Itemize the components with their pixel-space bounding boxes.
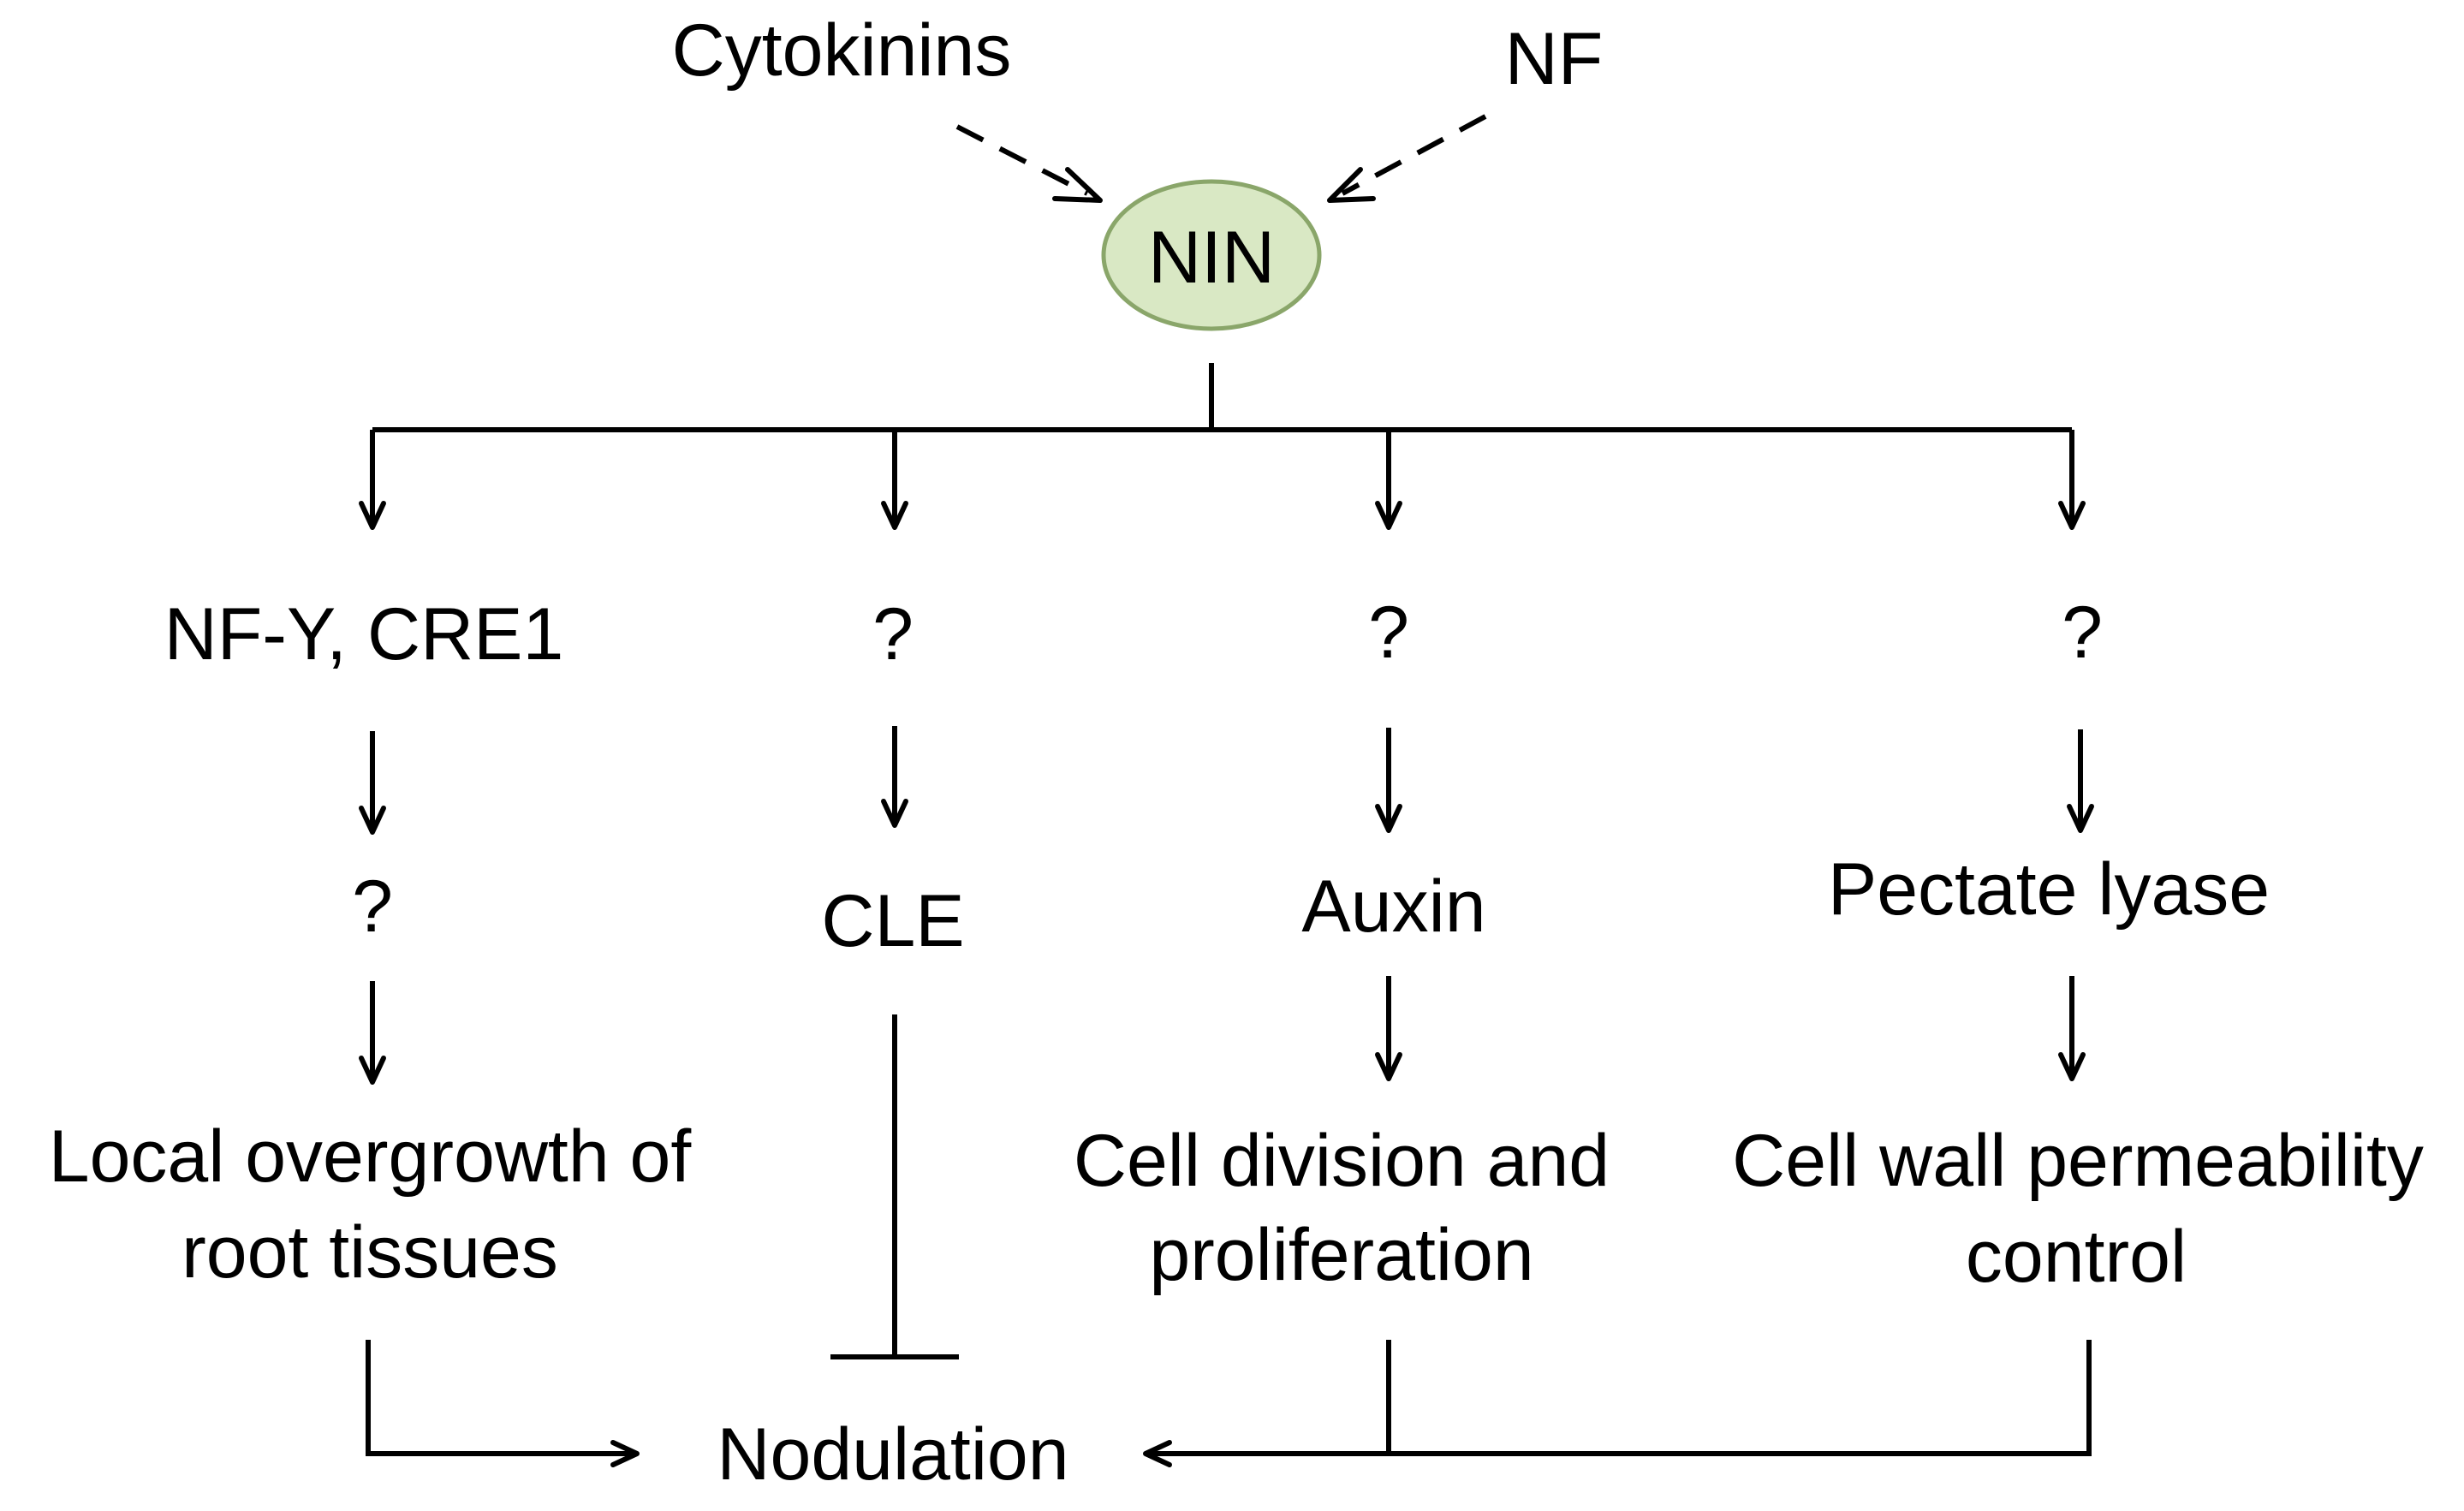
q-to-overgrowth-arrowhead xyxy=(359,1056,386,1085)
question-label-col3: ? xyxy=(1368,592,1409,674)
pectate-to-cellwall-arrowhead xyxy=(2058,1052,2086,1081)
cell-division-label-1: Cell division and xyxy=(1074,1120,1610,1202)
local-overgrowth-label-1: Local overgrowth of xyxy=(49,1115,693,1198)
branch-4-arrowhead xyxy=(2058,501,2086,530)
branch-1-arrowhead xyxy=(359,501,386,530)
auxin-to-division-arrowhead xyxy=(1375,1052,1402,1081)
nodulation-label: Nodulation xyxy=(717,1413,1068,1496)
question-label-col2: ? xyxy=(872,593,914,675)
q-to-cle-arrowhead xyxy=(881,799,908,828)
pectate-lyase-label: Pectate lyase xyxy=(1828,848,2270,931)
q-to-auxin-arrowhead xyxy=(1375,804,1402,833)
cell-wall-label-2: control xyxy=(1966,1216,2187,1298)
branch-2-arrowhead xyxy=(881,501,908,530)
cell-division-label-2: proliferation xyxy=(1149,1214,1533,1296)
nin-label: NIN xyxy=(1148,217,1275,299)
q-to-pectate-arrowhead xyxy=(2067,804,2094,833)
overgrowth-to-nodulation-arrowhead xyxy=(610,1440,640,1467)
cytokinins-to-nin-edge xyxy=(955,124,1089,196)
nfy-to-q-arrowhead xyxy=(359,806,386,835)
branch-3-arrowhead xyxy=(1375,501,1402,530)
cytokinins-to-nin-arrowhead xyxy=(1052,167,1103,203)
cellwall-to-nodulation-edge xyxy=(1147,1340,2092,1456)
cytokinins-label: Cytokinins xyxy=(672,9,1012,92)
nf-to-nin-arrowhead xyxy=(1327,167,1376,203)
local-overgrowth-label-2: root tissues xyxy=(182,1211,558,1294)
question-label-col4: ? xyxy=(2062,592,2103,674)
nin-node xyxy=(1101,179,1322,331)
cell-wall-label-1: Cell wall permeability xyxy=(1732,1120,2424,1202)
nfy-cre1-label: NF-Y, CRE1 xyxy=(164,593,564,675)
auxin-label: Auxin xyxy=(1301,866,1485,948)
cle-label: CLE xyxy=(821,880,964,962)
overgrowth-to-nodulation-edge xyxy=(366,1340,635,1456)
cellwall-to-nodulation-arrowhead xyxy=(1143,1440,1172,1467)
nf-to-nin-edge xyxy=(1341,114,1487,196)
question-label-col1: ? xyxy=(352,866,393,948)
nf-label: NF xyxy=(1505,18,1604,100)
